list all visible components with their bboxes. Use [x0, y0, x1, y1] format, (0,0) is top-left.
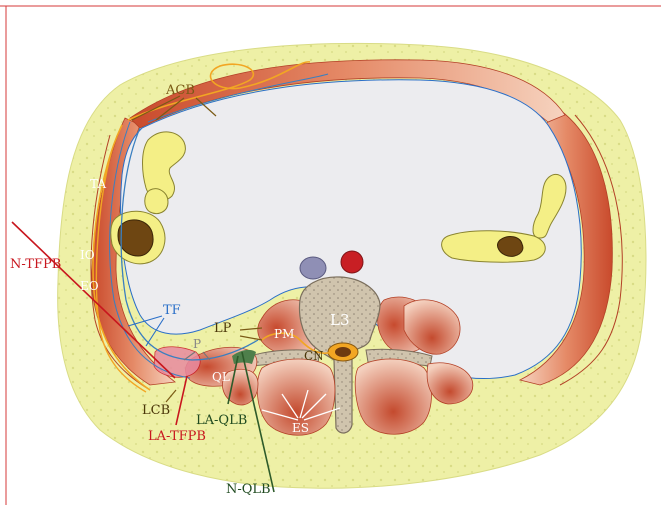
label-eo: EO: [80, 279, 99, 293]
label-p: P: [193, 337, 201, 351]
label-es: ES: [292, 421, 309, 435]
label-ta: TA: [90, 177, 106, 191]
label-lp: LP: [214, 321, 232, 336]
colon-right: [442, 231, 546, 262]
label-l3: L3: [330, 311, 350, 329]
label-io: IO: [80, 248, 95, 262]
label-n-tfpb: N-TFPB: [10, 257, 61, 272]
aorta: [341, 251, 363, 273]
label-pm: PM: [274, 327, 294, 341]
label-la-qlb: LA-QLB: [196, 413, 247, 428]
inferior-vena-cava: [300, 257, 326, 279]
label-acb: ACB: [165, 83, 195, 98]
label-lcb: LCB: [142, 403, 170, 418]
label-la-tfpb: LA-TFPB: [148, 429, 206, 444]
spinal-cord: [335, 347, 351, 357]
erector-spinae-right: [355, 359, 431, 434]
label-n-qlb: N-QLB: [226, 482, 271, 497]
label-tf: TF: [163, 303, 181, 318]
label-cn: CN: [304, 349, 324, 363]
bowel-loop-2: [145, 189, 168, 214]
label-ql: QL: [212, 370, 230, 384]
